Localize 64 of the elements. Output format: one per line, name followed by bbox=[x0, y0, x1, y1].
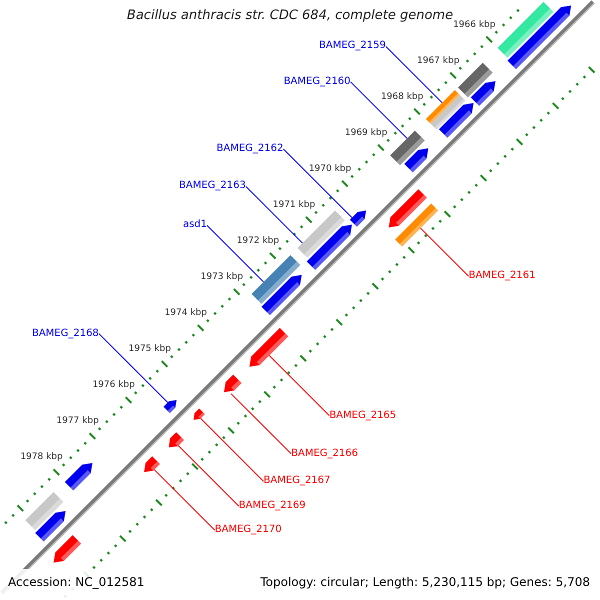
scale-label: 1978 kbp bbox=[20, 451, 63, 464]
gene-feature bbox=[164, 400, 177, 414]
gene-label: asd1 bbox=[182, 218, 207, 232]
leader-line bbox=[230, 393, 292, 454]
gene-feature bbox=[64, 462, 92, 491]
gene-feature bbox=[261, 274, 302, 316]
gene-label: BAMEG_2167 bbox=[264, 474, 330, 488]
scale-label: 1966 kbp bbox=[453, 18, 496, 32]
scale-label: 1972 kbp bbox=[236, 234, 280, 248]
title: Bacillus anthracis str. CDC 684, complete genome bbox=[126, 8, 454, 23]
gene-label: BAMEG_2163 bbox=[179, 179, 246, 194]
leader-line bbox=[420, 228, 470, 277]
gene-feature bbox=[249, 328, 288, 367]
gene-label: BAMEG_2166 bbox=[291, 446, 358, 461]
gene-feature bbox=[54, 535, 82, 563]
gene-label: BAMEG_2162 bbox=[216, 142, 284, 156]
gene-label: BAMEG_2159 bbox=[319, 39, 386, 54]
gene-feature bbox=[252, 255, 300, 304]
gene-feature bbox=[508, 5, 572, 70]
leader-line bbox=[282, 148, 352, 218]
gene-feature bbox=[426, 90, 460, 124]
gene-feature bbox=[498, 2, 554, 58]
gene-feature bbox=[306, 224, 352, 270]
scale-label: 1970 kbp bbox=[308, 162, 352, 176]
scale-label: 1967 kbp bbox=[417, 54, 460, 68]
gene-feature bbox=[438, 103, 474, 138]
leader-line bbox=[154, 469, 216, 531]
scale-label: 1969 kbp bbox=[344, 126, 388, 140]
gene-feature bbox=[35, 511, 66, 542]
scale-label: 1971 kbp bbox=[272, 198, 316, 212]
leader-line bbox=[385, 46, 443, 104]
leader-line bbox=[200, 418, 264, 482]
gene-feature bbox=[430, 94, 466, 130]
scale-label: 1968 kbp bbox=[380, 90, 424, 104]
gene-feature bbox=[25, 492, 64, 530]
leader-line bbox=[178, 445, 240, 507]
gene-feature bbox=[224, 374, 242, 392]
scale-label: 1974 kbp bbox=[164, 307, 207, 320]
leader-line bbox=[268, 354, 330, 416]
gene-feature bbox=[144, 456, 160, 472]
gene-feature bbox=[395, 203, 438, 247]
scale-label: 1977 kbp bbox=[56, 415, 99, 428]
gene-label: BAMEG_2169 bbox=[238, 499, 306, 514]
gene-feature bbox=[470, 81, 496, 106]
gene-feature bbox=[194, 408, 205, 420]
scale-label: 1975 kbp bbox=[128, 343, 171, 356]
gene-feature bbox=[350, 210, 366, 227]
gene-label: BAMEG_2168 bbox=[32, 326, 99, 341]
gene-label: BAMEG_2161 bbox=[468, 269, 536, 284]
accession-text: Accession: NC_012581 bbox=[8, 574, 144, 590]
leader-line bbox=[98, 333, 168, 403]
gene-feature bbox=[298, 210, 345, 258]
scale-label: 1976 kbp bbox=[92, 379, 135, 392]
gene-feature bbox=[458, 62, 493, 98]
gene-feature bbox=[390, 130, 425, 166]
genome-stats-text: Topology: circular; Length: 5,230,115 bp; Genes: 5,708 bbox=[260, 574, 590, 590]
gene-label: BAMEG_2170 bbox=[214, 523, 282, 538]
leader-line bbox=[206, 224, 264, 282]
gene-feature bbox=[404, 148, 428, 172]
gene-feature bbox=[168, 432, 184, 448]
gene-feature bbox=[388, 189, 427, 228]
scale-label: 1973 kbp bbox=[200, 270, 244, 284]
gene-label: BAMEG_2165 bbox=[329, 408, 396, 423]
gene-label: BAMEG_2160 bbox=[284, 74, 351, 89]
